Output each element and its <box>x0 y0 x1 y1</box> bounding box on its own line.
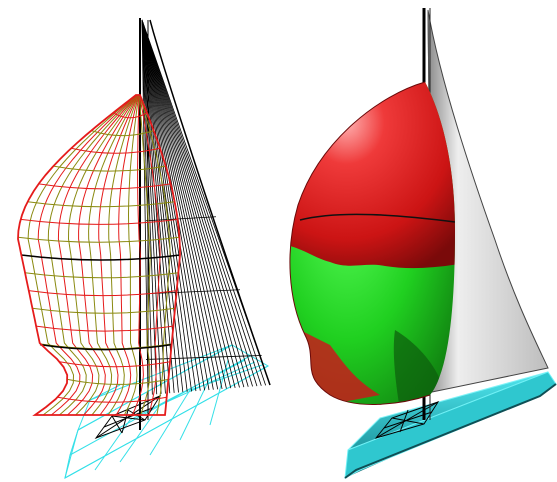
wireframe-model <box>17 18 271 480</box>
spinnaker-meridian <box>132 94 144 416</box>
shaded-spinnaker <box>289 81 455 405</box>
shaded-model <box>289 8 557 479</box>
mainsail-radial-line <box>141 19 236 388</box>
mainsail-radial-line <box>141 19 162 394</box>
mainsail-leech <box>149 19 271 386</box>
spinnaker-parallel <box>17 236 180 243</box>
spinnaker-parallel <box>91 130 154 137</box>
mainsail-radial-line <box>141 19 171 394</box>
spinnaker-parallel <box>113 112 148 119</box>
spinnaker-meridian <box>139 94 161 416</box>
spinnaker-meridian <box>139 94 171 416</box>
wireframe-mainsail <box>141 19 271 396</box>
mainsail-radial-line <box>141 19 214 390</box>
spinnaker-parallel <box>32 307 176 314</box>
spinnaker-meridian <box>67 94 138 416</box>
mainsail-radial-line <box>141 19 240 388</box>
spinnaker-parallel <box>59 361 171 368</box>
mainsail-radial-line <box>141 19 258 387</box>
spinnaker-seam <box>21 254 181 261</box>
shaded-hull <box>344 371 557 479</box>
mainsail-radial-line <box>141 19 253 387</box>
spinnaker-parallel <box>71 147 161 154</box>
spinnaker-meridian <box>57 94 138 416</box>
mainsail-radial-line <box>141 19 175 393</box>
spinnaker-meridian <box>107 94 139 416</box>
mainsail-batten <box>145 289 241 295</box>
spinnaker-parallel <box>27 201 175 208</box>
spinnaker-parallel <box>38 183 171 190</box>
mainsail-radial-line <box>141 19 249 387</box>
mainsail-radial-line <box>141 19 232 389</box>
spinnaker-meridian <box>98 94 139 416</box>
mainsail-radial-line <box>141 19 184 393</box>
spinnaker-meridian <box>88 94 139 416</box>
spinnaker-meridian <box>138 94 151 416</box>
mainsail-radial-line <box>141 19 219 390</box>
mainsail-radial-line <box>141 19 158 395</box>
spinnaker-parallel <box>28 290 177 297</box>
spinnaker-seam <box>39 343 172 351</box>
mainsail-radial-line <box>141 19 206 391</box>
spinnaker-meridian <box>37 94 137 416</box>
spinnaker-parallel <box>36 325 174 332</box>
mainsail-radial-line <box>141 19 201 391</box>
mainsail-radial-line <box>141 19 227 389</box>
spinnaker-parallel <box>57 396 167 403</box>
spinnaker-meridian <box>115 94 139 416</box>
spinnaker-parallel <box>20 218 178 225</box>
mainsail-radial-line <box>141 19 223 390</box>
shaded-mainsail <box>427 9 549 393</box>
mainsail-radial-line <box>141 19 245 388</box>
spinnaker-parallel <box>24 272 179 279</box>
spinnaker-meridian <box>27 94 137 416</box>
spinnaker-meridian <box>47 94 138 416</box>
spinnaker-meridian <box>123 94 140 416</box>
mainsail-radial-line <box>141 19 197 392</box>
spinnaker-outline <box>17 94 181 416</box>
mainsail-radial-line <box>141 19 192 392</box>
mainsail-batten <box>145 355 262 360</box>
mainsail-radial-line <box>141 19 262 386</box>
mainsail-radial-line <box>141 19 166 394</box>
spinnaker-parallel <box>67 378 169 385</box>
mainsail-radial-line <box>141 19 188 392</box>
mainsail-radial-line <box>141 19 267 386</box>
wireframe-spinnaker <box>17 94 181 416</box>
spinnaker-parallel <box>53 165 166 172</box>
spinnaker-meridian <box>78 94 138 416</box>
